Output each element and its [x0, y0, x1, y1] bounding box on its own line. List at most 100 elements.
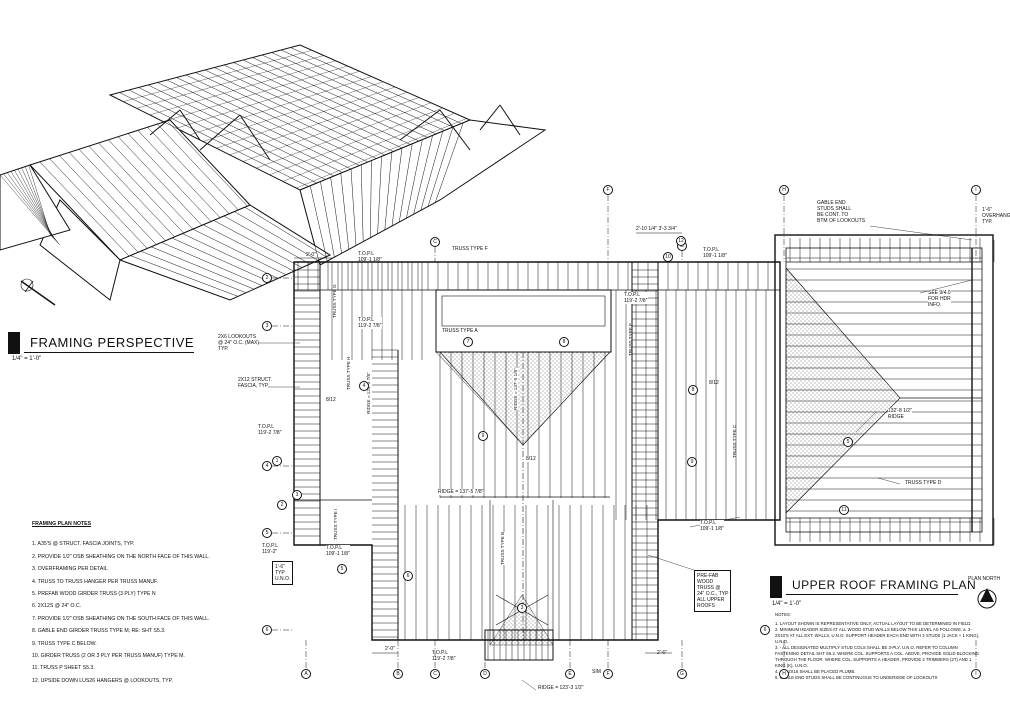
plan-note-3: 3. - ALL DESIGNATED MULTIPLY STUD COLS S…	[775, 645, 979, 668]
label-topl-6: T.O.P.L 119'-2 7/8"	[258, 424, 282, 436]
grid-bubble-row-3: 3	[262, 321, 272, 331]
label-typ-unless-noted: 1'-6" TYP U.N.O.	[272, 561, 294, 585]
label-ridge-mid: 132'-8 1/2" RIDGE	[888, 408, 912, 420]
label-ridge-vertical: RIDGE = 137'-5 1/8"	[513, 368, 518, 410]
label-ridge-top: RIDGE = 137'-5 7/8"	[438, 489, 484, 495]
label-gable-end: GABLE END STUDS SHALL BE CONT. TO BTM OF…	[817, 200, 866, 224]
detail-callout-10: 10	[663, 252, 673, 262]
plan-scale: 1/4" = 1'-0"	[772, 601, 802, 607]
label-topl-3: T.O.P.L 109'-1 1/8"	[703, 247, 727, 259]
framing-note-4: 4. TRUSS TO TRUSS HANGER PER TRUSS MANUF…	[32, 578, 159, 585]
framing-note-9: 9. TRUSS TYPE C BELOW.	[32, 640, 97, 647]
label-topl-9: T.O.P.L 119'-2 7/8"	[432, 650, 456, 662]
grid-bubble-row-2: 2	[262, 273, 272, 283]
framing-note-10: 10. GIRDER TRUSS (2 OR 3 PLY PER TRUSS M…	[32, 653, 185, 660]
framing-note-7: 7. PROVIDE 1/2" OSB SHEATHING ON THE SOU…	[32, 615, 210, 622]
grid-bubble-col-B: B	[393, 669, 403, 679]
label-prefab-truss: PRE-FAB WOOD TRUSS @ 24" O.C., TYP ALL U…	[694, 570, 732, 612]
detail-callout-5: 5	[337, 564, 347, 574]
grid-bubble-col-A: A	[301, 669, 311, 679]
north-arrow-icon	[977, 588, 997, 609]
plan-notes-heading: NOTES:	[775, 612, 791, 617]
label-dim-top: 2'-10 1/4" 3'-3 3/4"	[636, 226, 677, 232]
grid-bubble-top-H: H	[779, 185, 789, 195]
grid-bubble-row-4: 4	[262, 461, 272, 471]
framing-notes-heading: FRAMING PLAN NOTES	[32, 521, 92, 527]
detail-callout-16: 9	[687, 457, 697, 467]
label-topl-5: T.O.P.L 109'-1 1/8"	[700, 520, 724, 532]
label-dim-2-0-b: 2'-0"	[385, 646, 395, 652]
label-truss-h: TRUSS TYPE H	[346, 356, 351, 390]
grid-bubble-top-C: C	[430, 237, 440, 247]
detail-callout-9: 9	[478, 431, 488, 441]
label-topl-1: T.O.P.L 109'-1 1/8"	[358, 251, 382, 263]
pitch-3: 8/12	[526, 456, 536, 462]
label-dim-2-6: 2'-6"	[657, 650, 667, 656]
label-ridge-bottom: RIDGE = 123'-3 1/2"	[538, 685, 584, 691]
framing-note-6: 6. 2X12S @ 24" O.C.	[32, 603, 82, 610]
detail-callout-4: 4	[359, 381, 369, 391]
label-truss-e: TRUSS TYPE E	[628, 322, 633, 356]
grid-bubble-col-C: C	[430, 669, 440, 679]
plan-north-label: PLAN NORTH	[968, 576, 1001, 582]
grid-bubble-row-6-right: 6	[760, 625, 770, 635]
detail-callout-7: 7	[463, 337, 473, 347]
label-truss-d: TRUSS TYPE D	[905, 480, 942, 486]
detail-callout-15: 8	[688, 385, 698, 395]
label-truss-i: TRUSS TYPE I	[333, 508, 338, 540]
plan-note-5: 5. GABLE END STUDS SHALL BE CONTINUOUS T…	[775, 675, 938, 680]
pitch-2: 8/12	[709, 380, 719, 386]
detail-callout-6: 6	[403, 571, 413, 581]
label-truss-f: TRUSS TYPE F	[452, 246, 488, 252]
framing-note-1: 1. A35'S @ STRUCT. FASCIA JOINTS, TYP.	[32, 541, 135, 548]
detail-callout-11: 11	[839, 505, 849, 515]
grid-bubble-row-5: 5	[262, 528, 272, 538]
framing-note-11: 11. TRUSS P SHEET S5.3.	[32, 665, 95, 672]
plan-notes: NOTES: 1. LAYOUT SHOWN IS REPRESENTATIVE…	[775, 612, 980, 681]
label-truss-b: TRUSS TYPE B	[500, 531, 505, 565]
plan-title: UPPER ROOF FRAMING PLAN	[792, 578, 977, 592]
pitch-1: 8/12	[326, 397, 336, 403]
label-struct-fascia: 2x12 STRUCT. FASCIA, TYP	[238, 377, 273, 389]
label-topl-7: T.O.P.L 119'-2"	[262, 543, 279, 555]
detail-callout-1: 1	[272, 456, 282, 466]
label-dim-2-0-a: 2'-0"	[306, 252, 316, 258]
grid-bubble-col-G: G	[677, 669, 687, 679]
grid-bubble-top-F: F	[603, 185, 613, 195]
framing-plan-notes: FRAMING PLAN NOTES 1. A35'S @ STRUCT. FA…	[32, 518, 232, 687]
detail-callout-13: 3	[517, 603, 527, 613]
detail-callout-12: 12	[676, 236, 686, 246]
perspective-title-underline	[24, 352, 194, 353]
label-ridge-vertical-2: RIDGE = 124'-5 7/8"	[366, 372, 371, 414]
framing-note-2: 2. PROVIDE 1/2" OSB SHEATHING ON THE NOR…	[32, 553, 210, 560]
grid-bubble-col-H: H	[779, 669, 789, 679]
label-topl-4: T.O.P.L 119'-2 7/8"	[624, 292, 648, 304]
detail-callout-2: 2	[277, 500, 287, 510]
framing-note-12: 12. UPSIDE DOWN LUS26 HANGERS @ LOOKOUTS…	[32, 677, 173, 684]
label-truss-g: TRUSS TYPE G	[332, 284, 337, 318]
label-sim: SIM	[592, 669, 601, 675]
perspective-scale: 1/4" = 1'-0"	[12, 356, 42, 362]
grid-bubble-row-6: 6	[262, 625, 272, 635]
grid-bubble-col-I: I	[971, 669, 981, 679]
plan-note-2: 2. MINIMUM HEADER SIZES AT ALL WOOD STUD…	[775, 627, 980, 644]
grid-bubble-top-I: I	[971, 185, 981, 195]
label-lookouts: 2x6 LOOKOUTS @ 24" O.C. (MAX) TYP.	[218, 334, 260, 352]
grid-bubble-col-F: F	[603, 669, 613, 679]
grid-bubble-col-D: D	[480, 669, 490, 679]
plan-note-4: 4. ALL 2X16 SHALL BE PLACED PLUMB.	[775, 669, 856, 674]
detail-callout-3: 3	[292, 490, 302, 500]
framing-note-3: 3. OVERFRAMING PER DETAIL	[32, 566, 108, 573]
label-see-hdr: SEE 9/4.0 FOR HDR INFO.	[928, 290, 951, 308]
roof-framing-plan	[258, 195, 995, 691]
framing-note-5: 5. PREFAB WOOD GIRDER TRUSS (3 PLY) TYPE…	[32, 591, 156, 598]
plan-note-1: 1. LAYOUT SHOWN IS REPRESENTATIVE ONLY; …	[775, 621, 972, 626]
framing-note-8: 8. GABLE END GIRDER TRUSS TYPE M, RE: SH…	[32, 628, 166, 635]
plan-title-underline	[786, 594, 958, 595]
label-truss-c: TRUSS TYPE C	[732, 424, 737, 458]
detail-callout-14: 5	[843, 437, 853, 447]
label-overhang: 1'-6" OVERHANG TYP.	[982, 207, 1010, 225]
framing-perspective-model	[0, 44, 547, 306]
